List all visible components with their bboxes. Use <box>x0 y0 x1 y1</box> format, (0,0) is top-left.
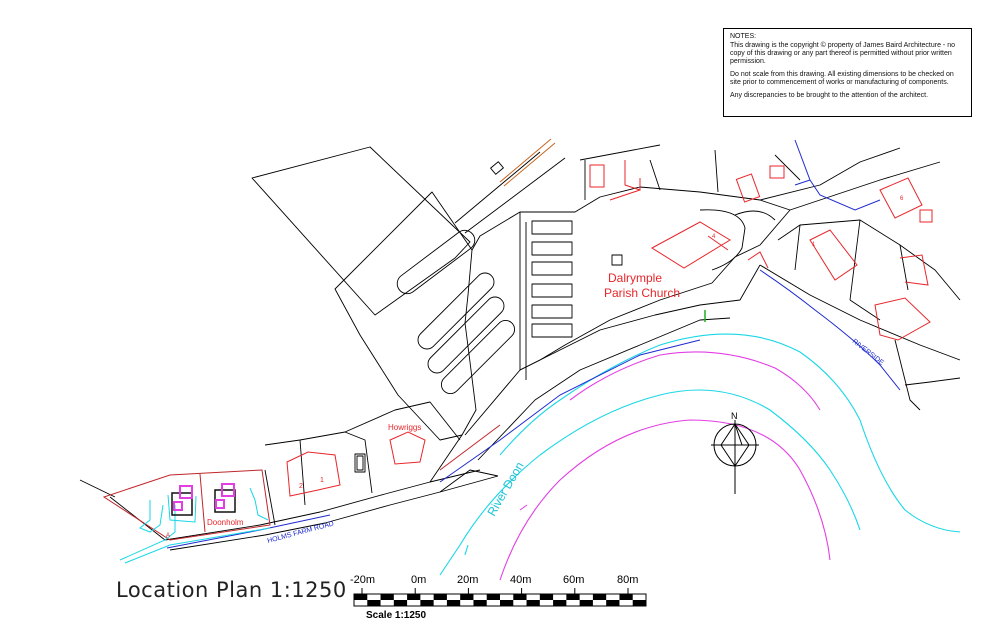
riverside-road <box>759 269 901 391</box>
north-arrow: N <box>711 411 759 494</box>
road-edge <box>164 469 481 541</box>
scale-segment <box>526 600 540 606</box>
house-number: 1 <box>812 242 816 248</box>
scale-segment <box>619 594 633 600</box>
scale-label: 40m <box>510 574 532 586</box>
church-building <box>651 221 731 269</box>
scale-segment <box>566 594 580 600</box>
scale-segment <box>500 600 514 606</box>
scale-label: -20m <box>350 574 376 586</box>
scale-segment <box>433 594 447 600</box>
church-grounds <box>519 186 791 371</box>
scale-segment <box>407 594 421 600</box>
scale-label: 20m <box>457 574 479 586</box>
house-number: 4 <box>712 234 716 240</box>
scale-segment <box>632 600 646 606</box>
church-label-line1: Dalrymple <box>608 271 662 285</box>
scale-segment <box>579 600 593 606</box>
scale-segment <box>393 600 408 606</box>
doonholm-label: Doonholm <box>207 518 244 527</box>
field-boundary <box>251 146 471 316</box>
scale-segment <box>553 600 567 606</box>
notes-box: NOTES: This drawing is the copyright © p… <box>723 28 972 117</box>
plan-title: Location Plan 1:1250 <box>116 578 347 602</box>
scale-segment <box>367 600 381 606</box>
doonholm-house <box>171 483 236 516</box>
contour-line <box>569 351 821 411</box>
scale-segment <box>354 594 368 600</box>
scale-segment <box>486 594 500 600</box>
parking-bay <box>417 272 495 350</box>
scale-segment <box>606 600 620 606</box>
scale-segment <box>460 594 474 600</box>
plot-letter: A <box>166 533 170 539</box>
scale-bar <box>353 588 647 607</box>
scale-segment <box>473 600 487 606</box>
scale-segment <box>592 594 607 600</box>
north-label: N <box>731 411 738 421</box>
church-marker <box>611 254 623 266</box>
parking-bay <box>396 229 476 295</box>
parking-bay <box>440 319 516 395</box>
howriggs-house <box>389 431 426 465</box>
notes-discrepancies: Any discrepancies to be brought to the a… <box>730 92 929 99</box>
notes-copyright: This drawing is the copyright © property… <box>730 42 955 65</box>
river-bank <box>499 333 961 533</box>
scale-segment <box>446 600 461 606</box>
site-boundary <box>102 469 271 541</box>
notes-scaling: Do not scale from this drawing. All exis… <box>730 71 954 86</box>
scale-segment <box>420 600 434 606</box>
scale-segment <box>539 594 554 600</box>
scale-segment <box>513 594 527 600</box>
contour-line <box>499 419 831 581</box>
plot-number: 1 <box>320 477 324 484</box>
house-number: 6 <box>900 196 904 202</box>
howriggs-label: Howriggs <box>388 423 421 432</box>
scale-label: 60m <box>563 574 585 586</box>
parking-bay <box>427 296 505 374</box>
scale-segment <box>380 594 394 600</box>
riverside-label: RIVERSIDE <box>851 338 885 367</box>
plot-number: 2 <box>299 483 303 490</box>
notes-heading: NOTES: <box>730 33 757 40</box>
car-park-boundary <box>334 191 477 441</box>
road-edge <box>169 475 499 551</box>
river-bank <box>439 389 861 576</box>
scale-caption: Scale 1:1250 <box>366 610 427 621</box>
church-label-line2: Parish Church <box>604 286 680 300</box>
scale-label: 80m <box>617 574 639 586</box>
scale-label: 0m <box>411 574 427 586</box>
